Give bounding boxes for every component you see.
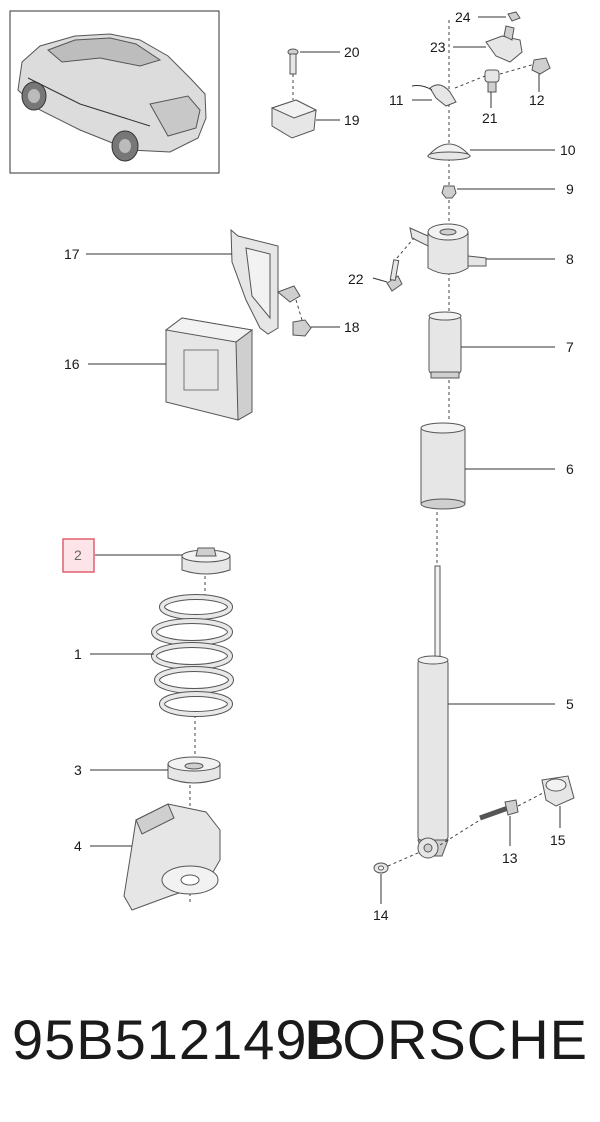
- car-illustration: [17, 33, 207, 162]
- callout-24[interactable]: 24: [455, 9, 471, 25]
- part-21-fitting: [484, 69, 500, 93]
- callout-12[interactable]: 12: [529, 92, 545, 108]
- part-13-bolt: [479, 799, 519, 821]
- callout-3[interactable]: 3: [74, 762, 82, 778]
- part-5-shock-absorber: [417, 565, 449, 859]
- callout-22[interactable]: 22: [348, 271, 364, 287]
- callout-20[interactable]: 20: [344, 44, 360, 60]
- brand-name: PORSCHE: [304, 1008, 588, 1071]
- part-18-nut: [292, 319, 312, 337]
- callout-8[interactable]: 8: [566, 251, 574, 267]
- footer: 95B512149B PORSCHE: [0, 1005, 600, 1080]
- part-19-sensor: [270, 99, 318, 139]
- callout-14[interactable]: 14: [373, 907, 389, 923]
- callout-13[interactable]: 13: [502, 850, 518, 866]
- part-8-top-mount: [409, 223, 487, 275]
- part-17-bracket: [230, 228, 301, 335]
- callout-15[interactable]: 15: [550, 832, 566, 848]
- part-23-bracket: [485, 25, 523, 63]
- callout-18[interactable]: 18: [344, 319, 360, 335]
- callout-2[interactable]: 2: [74, 547, 82, 563]
- callout-7[interactable]: 7: [566, 339, 574, 355]
- callout-4[interactable]: 4: [74, 838, 82, 854]
- callout-9[interactable]: 9: [566, 181, 574, 197]
- vehicle-thumbnail: [9, 10, 220, 174]
- part-16-control-unit: [164, 317, 254, 421]
- part-7-air-spring: [428, 311, 462, 379]
- callout-17[interactable]: 17: [64, 246, 80, 262]
- callout-23[interactable]: 23: [430, 39, 446, 55]
- callout-1[interactable]: 1: [74, 646, 82, 662]
- part-24-clip: [507, 11, 521, 22]
- callout-16[interactable]: 16: [64, 356, 80, 372]
- part-6-boot: [420, 422, 466, 510]
- part-9-nut: [441, 185, 457, 199]
- part-number: 95B512149B: [12, 1008, 346, 1071]
- part-11-connector: [411, 84, 457, 107]
- callout-21[interactable]: 21: [482, 110, 498, 126]
- part-2-spring-seat: [181, 547, 231, 575]
- part-22-bolt: [386, 259, 403, 292]
- part-3-lower-seat: [167, 756, 221, 784]
- part-15-bush: [541, 775, 575, 807]
- part-20-bolt: [287, 48, 299, 75]
- callout-10[interactable]: 10: [560, 142, 576, 158]
- part-14-washer: [373, 862, 389, 874]
- callout-5[interactable]: 5: [566, 696, 574, 712]
- part-1-coil-spring: [151, 594, 234, 717]
- highlight-box: [62, 538, 95, 573]
- part-12-valve: [531, 57, 551, 75]
- part-10-cap: [426, 143, 472, 161]
- callout-11[interactable]: 11: [389, 92, 404, 108]
- callout-19[interactable]: 19: [344, 112, 360, 128]
- callout-6[interactable]: 6: [566, 461, 574, 477]
- part-4-shield: [123, 803, 221, 911]
